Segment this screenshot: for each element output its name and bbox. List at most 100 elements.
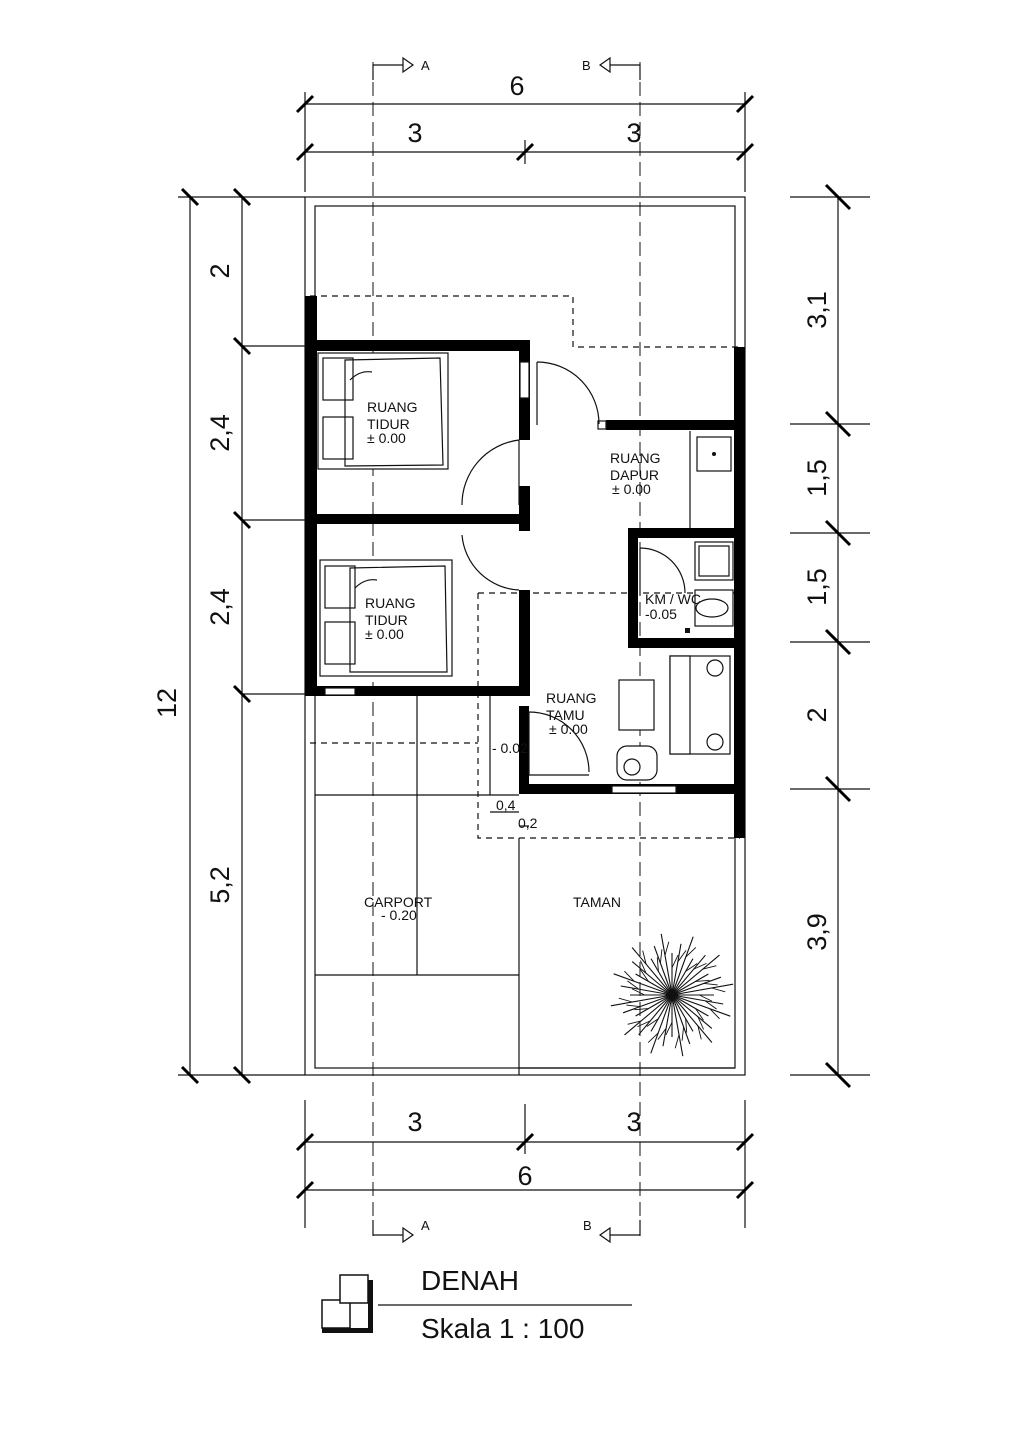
dimension-lines	[178, 92, 870, 1228]
tree-branch	[650, 958, 673, 996]
tree-branch	[671, 973, 709, 996]
tree-branch	[660, 933, 673, 996]
bedroom2-label-2: TIDUR	[365, 612, 408, 628]
tree-branch	[631, 947, 673, 996]
kitchen-level: ± 0.00	[612, 481, 651, 497]
bathroom-label: KM / WC	[645, 591, 701, 607]
tree-branch	[671, 994, 731, 1017]
tree-twig	[674, 1034, 680, 1049]
tree-twig	[656, 957, 659, 972]
tree-branch	[671, 994, 713, 1029]
dim-left-1: 2	[205, 263, 235, 278]
tree-branch	[671, 936, 694, 996]
windows	[324, 361, 677, 794]
tree-twig	[702, 965, 717, 970]
tree-twig	[627, 980, 639, 990]
tree-branch	[671, 994, 684, 1057]
dim-right-2: 1,5	[802, 459, 832, 497]
tree-twig	[627, 1020, 642, 1025]
tree-twig	[685, 1018, 688, 1033]
living-label-2: TAMU	[546, 707, 585, 723]
tree-twig	[664, 941, 670, 956]
tree-branch	[635, 973, 673, 996]
tree-branch	[671, 954, 720, 996]
tree-branch	[613, 973, 673, 996]
tree-branch	[631, 961, 673, 996]
tree-twig	[626, 1004, 641, 1008]
bed-2	[319, 559, 453, 677]
tree-twig	[659, 949, 663, 964]
tree-branch	[671, 983, 734, 996]
tree-branch	[671, 943, 682, 996]
tree-branch	[624, 994, 673, 1036]
tree-twig	[637, 1020, 651, 1028]
bathroom-level: -0.05	[645, 606, 677, 622]
dim-bottom-right: 3	[626, 1107, 641, 1137]
tree-branch	[671, 994, 713, 1043]
tree-branch	[671, 994, 724, 1005]
carport-pavers	[315, 696, 520, 1075]
tree-icon	[610, 933, 734, 1057]
tree-twig	[685, 947, 697, 958]
tree-twig	[677, 950, 687, 962]
tree-branch	[671, 994, 694, 1032]
dim-left-2: 2,4	[205, 414, 235, 452]
tree-twig	[634, 1008, 649, 1011]
plan-title: DENAH	[421, 1265, 520, 1296]
tree-branch	[650, 994, 673, 1054]
bedroom2-label-1: RUANG	[365, 595, 416, 611]
tree-twig	[624, 970, 635, 982]
kitchen-counter	[689, 431, 732, 528]
tree-twig	[705, 1000, 717, 1010]
living-level: ± 0.00	[549, 721, 588, 737]
tree-branch	[671, 994, 691, 1045]
bedroom1-label-2: TIDUR	[367, 416, 410, 432]
tree-branch	[620, 985, 673, 996]
dim-small-1: 0,4	[496, 797, 516, 813]
bedroom1-level: ± 0.00	[367, 430, 406, 446]
section-b-top: B	[582, 58, 591, 73]
tree-branch	[671, 994, 709, 1017]
dim-top-right: 3	[626, 118, 641, 148]
section-a-top: A	[421, 58, 430, 73]
doors	[461, 361, 686, 776]
dim-right-4: 2	[802, 707, 832, 722]
kitchen-label-1: RUANG	[610, 450, 661, 466]
tree-twig	[631, 988, 645, 996]
tree-twig	[618, 997, 633, 1003]
section-a-bottom: A	[421, 1218, 430, 1233]
tree-twig	[657, 1028, 667, 1040]
roof-overhang-lines	[310, 295, 740, 839]
kitchen-label-2: DAPUR	[610, 467, 659, 483]
tree-branch	[622, 994, 673, 1014]
tree-twig	[693, 962, 707, 970]
tree-twig	[685, 963, 698, 972]
section-markers	[372, 56, 641, 1244]
dim-left-3: 2,4	[205, 588, 235, 626]
dim-small-2: 0,2	[518, 815, 538, 831]
tree-twig	[697, 1016, 705, 1030]
dim-right-5: 3,9	[802, 913, 832, 951]
tree-branch	[610, 994, 673, 1007]
dim-top-total: 6	[509, 71, 524, 101]
dim-bottom-total: 6	[517, 1161, 532, 1191]
tree-twig	[642, 950, 647, 965]
dim-right-3: 1,5	[802, 568, 832, 606]
bed-1	[317, 352, 449, 470]
tree-branch	[638, 994, 673, 1036]
dim-bottom-left: 3	[407, 1107, 422, 1137]
dim-top-left: 3	[407, 118, 422, 148]
living-room-furniture	[616, 655, 731, 781]
tree-twig	[681, 1026, 685, 1041]
tree-branch	[671, 958, 694, 996]
dim-left-4: 5,2	[205, 866, 235, 904]
tree-twig	[647, 1032, 659, 1043]
bedroom2-level: ± 0.00	[365, 626, 404, 642]
dim-right-1: 3,1	[802, 291, 832, 329]
tree-twig	[639, 960, 647, 974]
tree-branch	[671, 976, 722, 996]
living-label-1: RUANG	[546, 690, 597, 706]
bathroom-fixtures	[685, 541, 734, 633]
tree-twig	[695, 1008, 704, 1021]
